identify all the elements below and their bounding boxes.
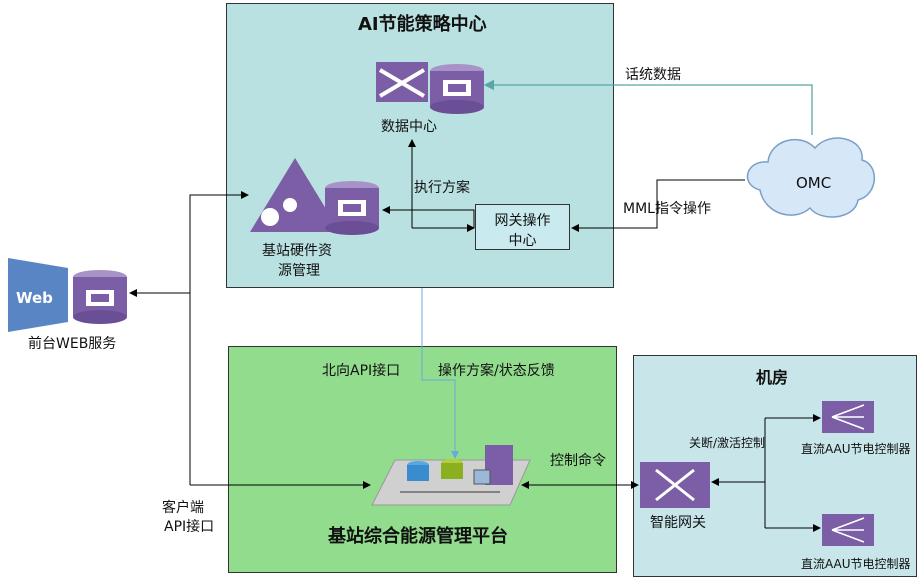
north-api-label: 北向API接口: [322, 363, 401, 379]
data-center-label: 数据中心: [381, 119, 437, 135]
web-icon-text: Web: [16, 289, 53, 307]
traffic-data-label: 话统数据: [625, 67, 681, 83]
gateway-ops-line1: 网关操作: [494, 213, 551, 229]
client-api-label-line1: 客户端: [162, 500, 204, 516]
hw-mgmt-label-line2: 源管理: [278, 263, 320, 279]
gateway-ops-center[interactable]: 网关操作 中心: [475, 204, 570, 250]
web-service-label: 前台WEB服务: [28, 336, 117, 352]
exec-plan-label: 执行方案: [414, 180, 470, 196]
client-api-label-line2: API接口: [164, 519, 215, 535]
controller-2-label: 直流AAU节电控制器: [801, 557, 911, 571]
switch-control-label: 关断/激活控制: [689, 436, 766, 450]
smart-gateway-label: 智能网关: [650, 515, 706, 531]
omc-label: OMC: [796, 174, 832, 192]
controller-1-label: 直流AAU节电控制器: [801, 442, 911, 456]
platform-title: 基站综合能源管理平台: [328, 526, 508, 547]
ai-center-title: AI节能策略中心: [358, 14, 487, 35]
ops-feedback-label: 操作方案/状态反馈: [438, 363, 555, 379]
machine-room-title: 机房: [756, 368, 789, 387]
mml-label: MML指令操作: [623, 201, 711, 217]
gateway-ops-line2: 中心: [508, 233, 537, 249]
hw-mgmt-label-line1: 基站硬件资: [262, 243, 332, 259]
control-cmd-label: 控制命令: [550, 453, 606, 469]
